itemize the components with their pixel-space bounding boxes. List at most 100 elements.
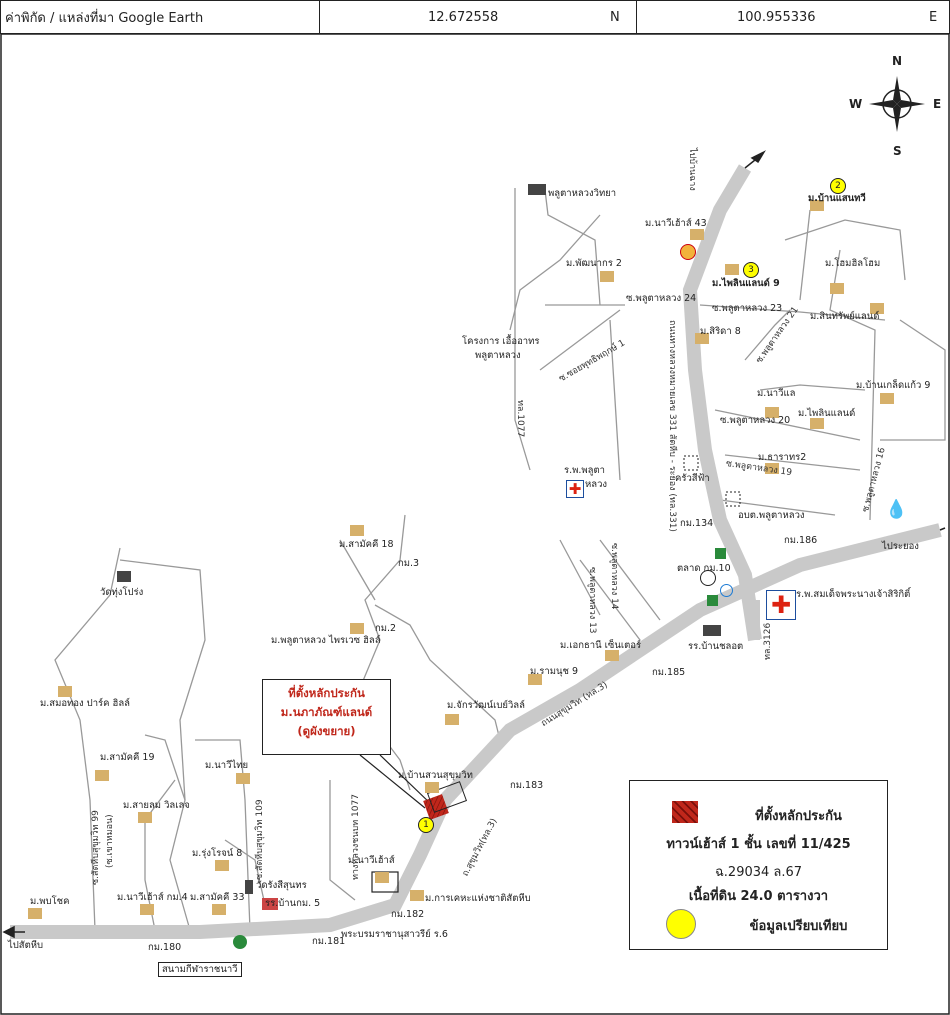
label-kan-kaha: ม.การเคหะแห่งชาติสัตหีบ [425,893,531,904]
label-soi13: ซ.พลูตาหลวง 13 [587,567,597,634]
label-stadium: สนามกีฬาราชนาวี [158,962,242,977]
house-icon [605,650,619,661]
label-naviehouse: ม.นาวีเฮ้าส์ [348,855,395,866]
label-km181: กม.181 [312,936,346,947]
label-sinsapland: ม.สินทรัพย์แลนด์ [810,311,880,322]
label-navithai: ม.นาวีไทย [205,760,249,771]
road-331 [682,164,762,642]
label-soi23: ซ.พลูตาหลวง 23 [712,303,783,314]
label-phra-boromma: พระบรมราชานุสาวรีย์ ร.6 [341,929,448,940]
obt-marker [725,491,741,507]
hospital-icon: ✚ [766,590,796,620]
label-soi-sattahip99: ซ.สัตหีบสุขุมวิท 99 [91,810,101,885]
label-ekkarani: ม.เอกธานี เซ็นเตอร์ [560,640,642,651]
label-to-rayong: ไประยอง [882,541,919,552]
label-to-sattahip: ไปสัตหีบ [8,940,44,951]
label-samakkhi33: ม.สามัคคี 33 [190,892,245,903]
house-icon [600,271,614,282]
label-saylom: ม.สายลม วิลเลจ [123,800,190,811]
label-road-331: ถนนทางหลวงหมายเลข 331 สัตหีบ - ระยอง (ทล… [667,320,677,532]
subject-callout: ที่ตั้งหลักประกัน ม.นภาภัณฑ์แลนด์ (ดูผัง… [262,679,391,755]
label-km180: กม.180 [148,942,182,953]
house-icon [410,890,424,901]
school-icon [262,898,278,910]
callout-line1: ที่ตั้งหลักประกัน [288,686,365,700]
label-tharathip2: ม.ธาราทร2 [758,452,807,463]
label-hospital-queen: ร.พ.สมเด็จพระนางเจ้าสิริกิติ์ [796,589,911,600]
compass-n: N [892,54,903,68]
house-icon [810,418,824,429]
house-icon [425,782,439,793]
compass-s: S [893,144,902,158]
label-ramnut9: ม.รามนุช 9 [530,666,578,677]
house-icon [375,872,389,883]
label-naviland: ม.นาวีแล [757,388,796,399]
coordinate-source-label: ค่าพิกัด / แหล่งที่มา Google Earth [5,10,204,26]
house-icon [695,333,709,344]
house-icon [95,770,109,781]
fuel-icon: 💧 [885,499,908,520]
label-phanakorn2: ม.พัฒนากร 2 [566,258,622,269]
house-icon [350,525,364,536]
label-hoomhome: ม.โฮมฮิลโฮม [825,258,881,269]
label-bansuan: ม.บ้านสวนสุขุมวิท [398,770,473,781]
label-sirada8: ม.สิริดา 8 [700,326,741,337]
label-samakkhi19: ม.สามัคคี 19 [100,752,155,763]
latitude-direction: N [610,9,620,25]
house-icon [215,860,229,871]
direction-arrows [2,150,946,939]
legend-subject-swatch [672,801,698,823]
label-wat-thungprong: วัดทุ่งโปร่ง [100,587,144,598]
marker-2: 2 [830,178,846,194]
house-icon [140,904,154,915]
longitude-value: 100.955336 [737,9,816,25]
label-phobchok: ม.พบโชค [30,896,70,907]
label-kruasaifah: ครัวสีฟ้า [675,473,710,484]
hospital-icon: ✚ [566,480,584,498]
longitude-direction: E [929,9,938,25]
label-km10: ตลาด กม.10 [677,563,731,574]
callout-leader [359,754,433,809]
label-naviehouse43: ม.นาวีเฮ้าส์ 43 [645,218,707,229]
house-icon [765,463,779,474]
label-school-bancholot: รร.บ้านชลอต [688,641,744,652]
label-soi24: ซ.พลูตาหลวง 24 [626,293,697,304]
recycle-icon [720,584,733,597]
main-roads [10,164,942,939]
road-sukhumvit [10,523,942,939]
label-road-1077-top: ทล.1077 [515,400,525,438]
school-icon [703,625,721,636]
label-soi-thaomam: (ซ.เขาหมอน) [105,814,115,868]
house-icon [28,908,42,919]
label-bankerdkaew9: ม.บ้านเกล็ดแก้ว 9 [856,380,931,391]
house-icon [880,393,894,404]
compass-w: W [849,97,863,111]
house-icon [810,200,824,211]
house-icon [830,283,844,294]
label-navi4: ม.นาวีเฮ้าส์ กม.4 [117,892,188,903]
coordinate-header: ค่าพิกัด / แหล่งที่มา Google Earth 12.67… [0,0,950,34]
label-project-food: โครงการ เอื้ออาทร [462,336,540,347]
arrow-north [750,150,766,164]
label-rungroj8: ม.รุ่งโรจน์ 8 [192,848,243,859]
monument-icon [245,880,253,894]
label-phailinland9: ม.ไพลินแลนด์ 9 [712,278,780,289]
house-icon [765,407,779,418]
house-icon [528,674,542,685]
label-road-1077-bottom: ทางหลวงชนบท 1077 [351,794,361,880]
label-soi20: ซ.พลูตาหลวง 20 [720,415,791,426]
label-samorthong: ม.สมอทอง ปาร์ค ฮิลล์ [40,698,130,709]
house-icon [870,303,884,314]
label-km3: กม.3 [398,558,420,569]
label-km2: กม.2 [375,623,397,634]
marker-1: 1 [418,817,434,833]
label-soi-sattahip109: ซ.สัตหีบสุขุมวิท 109 [255,799,265,880]
label-obt: อบต.พลูตาหลวง [738,510,805,521]
seven-eleven-icon [715,548,726,559]
house-icon [350,623,364,634]
scale-icon [700,570,716,586]
house-icon [445,714,459,725]
shell-icon [680,244,696,260]
subject-plot [423,794,449,820]
house-icon [58,686,72,697]
